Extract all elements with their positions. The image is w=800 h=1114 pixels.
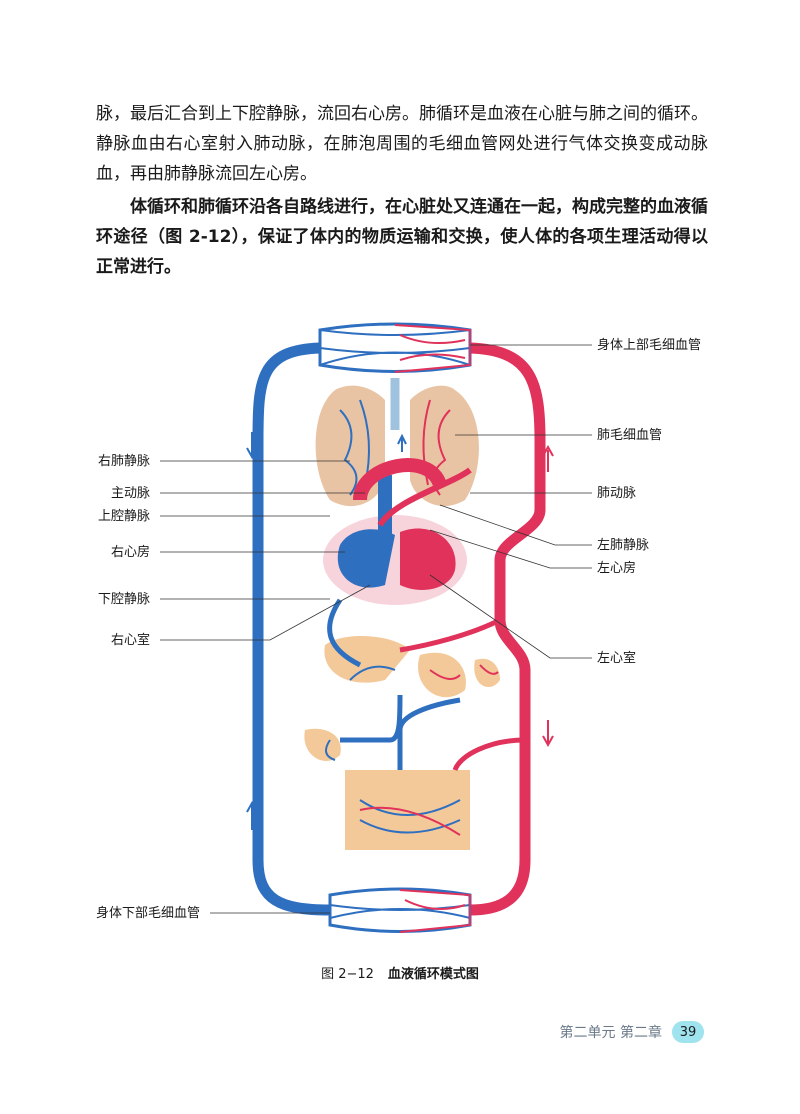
lungs	[315, 378, 479, 507]
lower-capillary-bed	[328, 887, 472, 933]
footer-section: 第二单元 第二章	[559, 1025, 662, 1041]
label-left-atrium: 左心房	[597, 560, 636, 576]
body-paragraph-2: 体循环和肺循环沿各自路线进行，在心脏处又连通在一起，构成完整的血液循环途径（图 …	[96, 197, 708, 277]
figure-title: 血液循环模式图	[387, 967, 479, 982]
label-right-pulmonary-vein: 右肺静脉	[98, 454, 150, 469]
figure-caption: 图 2−12 血液循环模式图	[0, 963, 800, 982]
flow-arrows	[246, 432, 554, 830]
leader-left-pulmonary-vein	[439, 504, 592, 546]
label-lower-capillaries: 身体下部毛细血管	[96, 905, 200, 921]
label-right-ventricle: 右心室	[111, 632, 150, 648]
label-aorta: 主动脉	[111, 486, 150, 501]
leader-left-ventricle	[429, 574, 592, 659]
heart	[323, 458, 472, 605]
label-upper-capillaries: 身体上部毛细血管	[597, 337, 701, 353]
label-pulmonary-artery: 肺动脉	[597, 486, 636, 501]
body-paragraph-1: 脉，最后汇合到上下腔静脉，流回右心房。肺循环是血液在心脏与肺之间的循环。静脉血由…	[96, 104, 708, 184]
label-lung-capillaries: 肺毛细血管	[597, 428, 662, 443]
label-superior-vena-cava: 上腔静脉	[98, 509, 150, 524]
figure-number: 图 2−12	[321, 967, 374, 982]
circulation-diagram: 右肺静脉 主动脉 上腔静脉 右心房 下腔静脉 右心室 身体下部毛细血管 身体上部…	[96, 322, 701, 933]
left-vein-loop	[252, 342, 336, 916]
page-number-badge: 39	[672, 1021, 704, 1043]
label-left-ventricle: 左心室	[597, 650, 636, 666]
circulation-figure: 右肺静脉 主动脉 上腔静脉 右心房 下腔静脉 右心室 身体下部毛细血管 身体上部…	[0, 300, 800, 960]
right-artery-loop	[464, 342, 546, 916]
upper-capillary-bed	[318, 322, 472, 373]
leader-left-atrium	[429, 529, 592, 569]
label-right-atrium: 右心房	[111, 544, 150, 560]
abdominal-organs	[304, 635, 500, 850]
page-footer: 第二单元 第二章 39	[560, 1020, 704, 1044]
label-inferior-vena-cava: 下腔静脉	[98, 592, 150, 607]
leader-right-ventricle	[160, 584, 371, 641]
label-left-pulmonary-vein: 左肺静脉	[597, 538, 649, 553]
